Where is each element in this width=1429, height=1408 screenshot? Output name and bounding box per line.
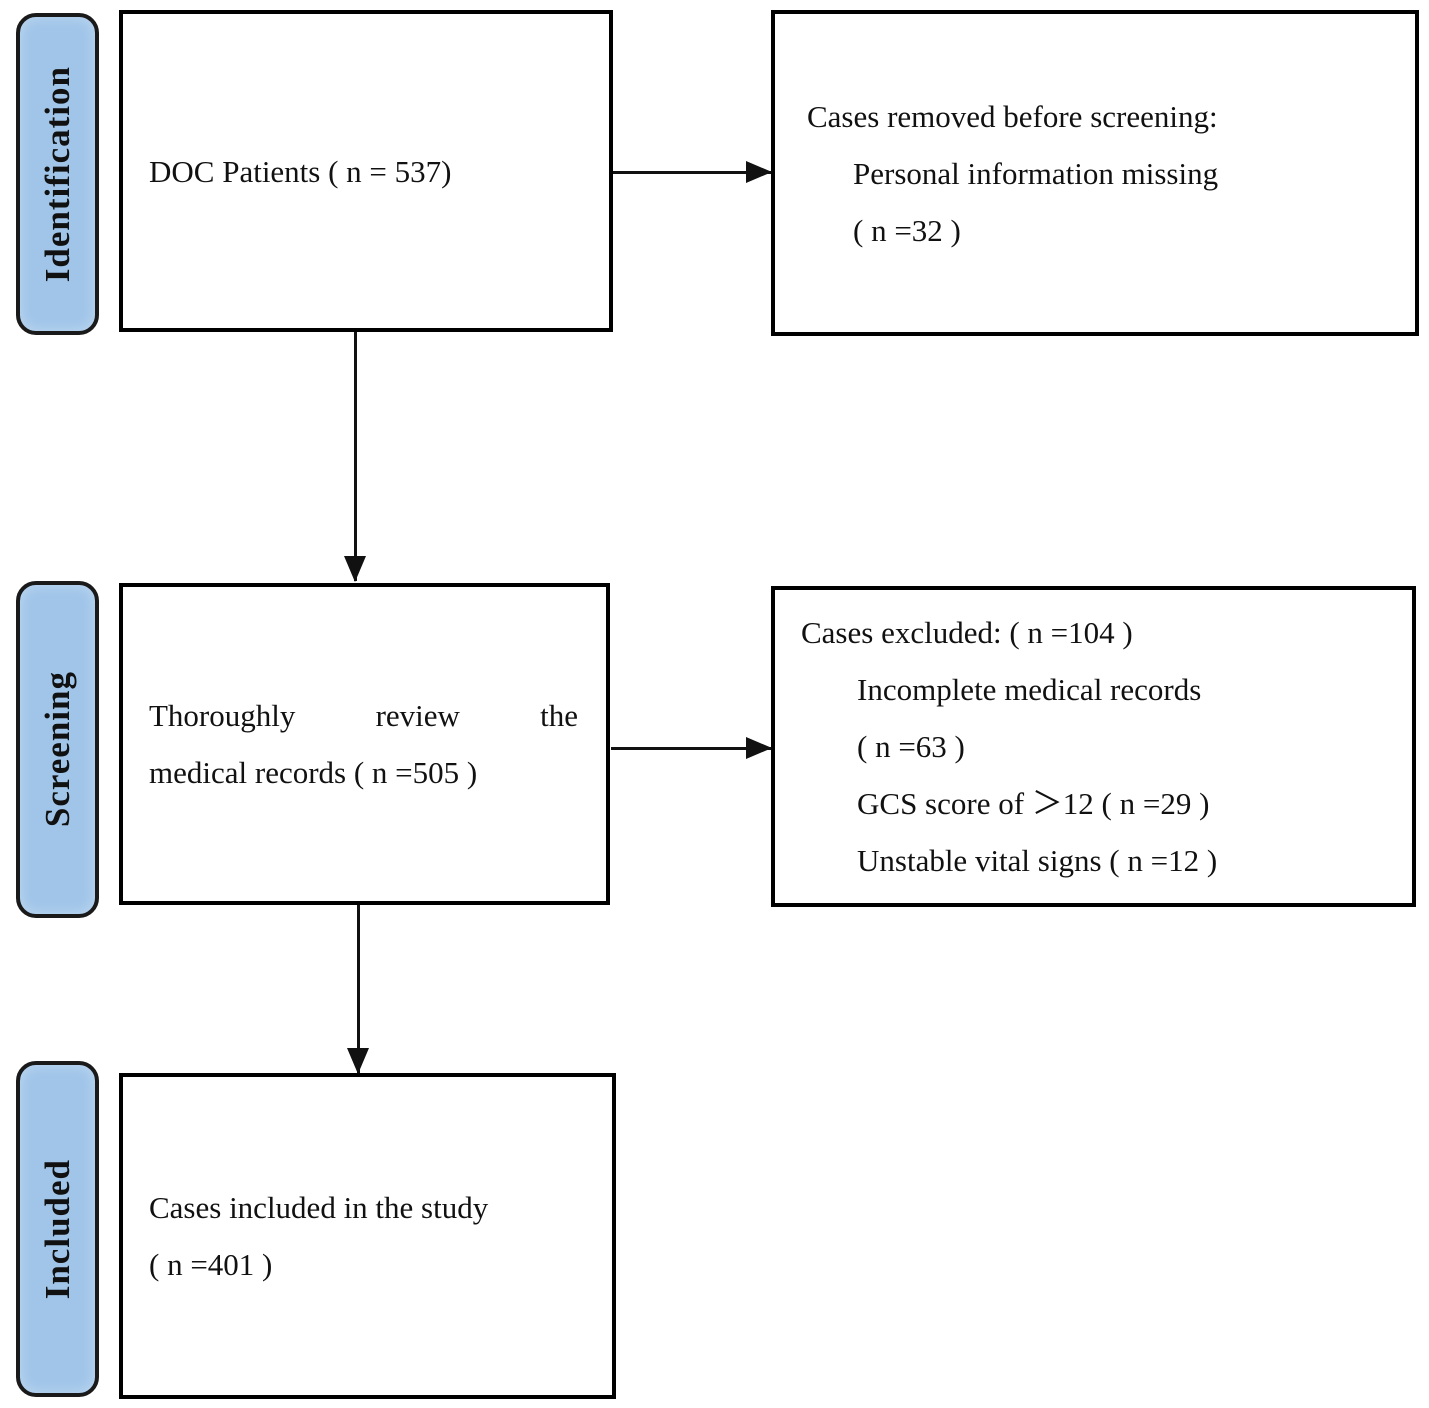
box-cases-included: Cases included in the study ( n =401 ) (119, 1073, 616, 1399)
stage-tab-included: Included (16, 1061, 99, 1397)
box-review-records-text-block: Thoroughly review the medical records ( … (123, 587, 606, 901)
stage-label-identification: Identification (37, 65, 77, 283)
cases-excluded-reason-1: Incomplete medical records (857, 672, 1202, 707)
cases-removed-reason: Personal information missing (853, 155, 1219, 191)
box-cases-removed-text-block: Cases removed before screening: Personal… (775, 14, 1415, 332)
cases-excluded-heading: Cases excluded: ( n =104 ) (801, 615, 1133, 650)
arrow-review-to-included (347, 905, 369, 1074)
doc-patients-line: DOC Patients ( n = 537) (149, 153, 452, 189)
review-records-line-2: medical records ( n =505 ) (149, 755, 478, 790)
box-cases-excluded-text-block: Cases excluded: ( n =104 ) Incomplete me… (775, 590, 1412, 903)
stage-label-included: Included (37, 1158, 77, 1300)
cases-included-count: ( n =401 ) (149, 1247, 273, 1282)
cases-included-line: Cases included in the study (149, 1190, 489, 1225)
box-cases-excluded: Cases excluded: ( n =104 ) Incomplete me… (771, 586, 1416, 907)
cases-excluded-reason-1-count: ( n =63 ) (857, 729, 965, 764)
box-cases-removed: Cases removed before screening: Personal… (771, 10, 1419, 336)
arrow-doc-to-review (344, 332, 366, 582)
review-records-line-1: Thoroughly review the (149, 698, 578, 733)
cases-excluded-reason-3: Unstable vital signs ( n =12 ) (857, 843, 1218, 878)
cases-excluded-reason-2: GCS score of ＞12 ( n =29 ) (857, 786, 1210, 821)
cases-removed-heading: Cases removed before screening: (807, 98, 1218, 134)
box-doc-patients: DOC Patients ( n = 537) (119, 10, 613, 332)
arrow-doc-to-removed (613, 161, 772, 183)
stage-label-screening: Screening (37, 671, 77, 828)
box-review-records: Thoroughly review the medical records ( … (119, 583, 610, 905)
box-doc-patients-text-block: DOC Patients ( n = 537) (123, 14, 609, 328)
stage-tab-identification: Identification (16, 13, 99, 335)
box-cases-included-text-block: Cases included in the study ( n =401 ) (123, 1077, 612, 1395)
arrow-review-to-excluded (611, 737, 772, 759)
stage-tab-screening: Screening (16, 581, 99, 918)
cases-removed-count: ( n =32 ) (853, 212, 961, 248)
